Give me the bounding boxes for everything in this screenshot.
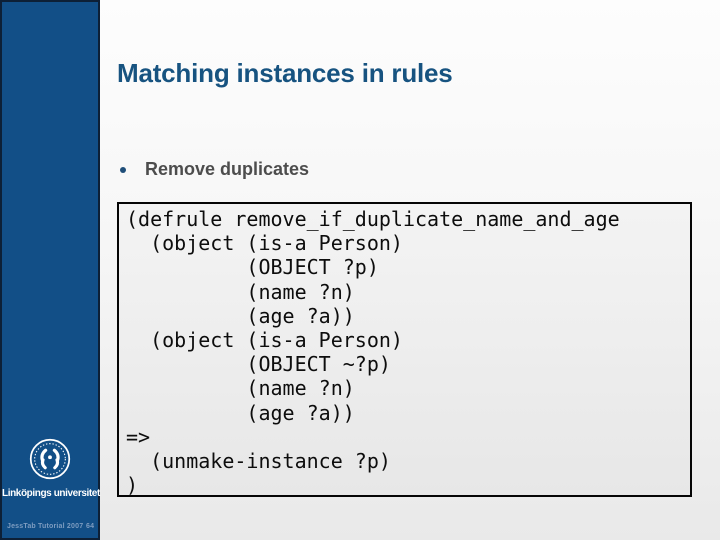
code-line: (name ?n) — [126, 376, 355, 401]
slide-footer: JessTab Tutorial 2007 64 — [7, 523, 97, 530]
bullet-label: Remove duplicates — [145, 159, 310, 179]
footer-text: JessTab Tutorial 2007 — [7, 523, 84, 530]
code-line: (name ?n) — [126, 279, 355, 304]
code-line: ) — [126, 473, 139, 498]
code-line: (defrule remove_if_duplicate_name_and_ag… — [126, 207, 620, 231]
university-logo: Linköpings universitet — [2, 438, 100, 499]
liu-seal-icon — [29, 438, 71, 480]
code-line: (OBJECT ~?p) — [126, 352, 391, 377]
sidebar: Linköpings universitet JessTab Tutorial … — [0, 0, 100, 540]
university-name: Linköpings universitet — [2, 488, 100, 499]
code-line: (unmake-instance ?p) — [126, 448, 391, 473]
code-text: (defrule remove_if_duplicate_name_and_ag… — [119, 204, 690, 497]
code-line: (OBJECT ?p) — [126, 255, 379, 280]
page-number: 64 — [86, 523, 95, 530]
code-line: => — [126, 424, 151, 449]
slide-title: Matching instances in rules — [117, 58, 453, 88]
bullet-item: Remove duplicates — [120, 159, 309, 180]
bullet-icon — [120, 166, 126, 173]
code-line: (object (is-a Person) — [126, 327, 403, 352]
code-line: (object (is-a Person) — [126, 231, 403, 256]
code-block: (defrule remove_if_duplicate_name_and_ag… — [117, 202, 692, 497]
code-line: (age ?a)) — [126, 303, 355, 328]
code-line: (age ?a)) — [126, 400, 355, 425]
